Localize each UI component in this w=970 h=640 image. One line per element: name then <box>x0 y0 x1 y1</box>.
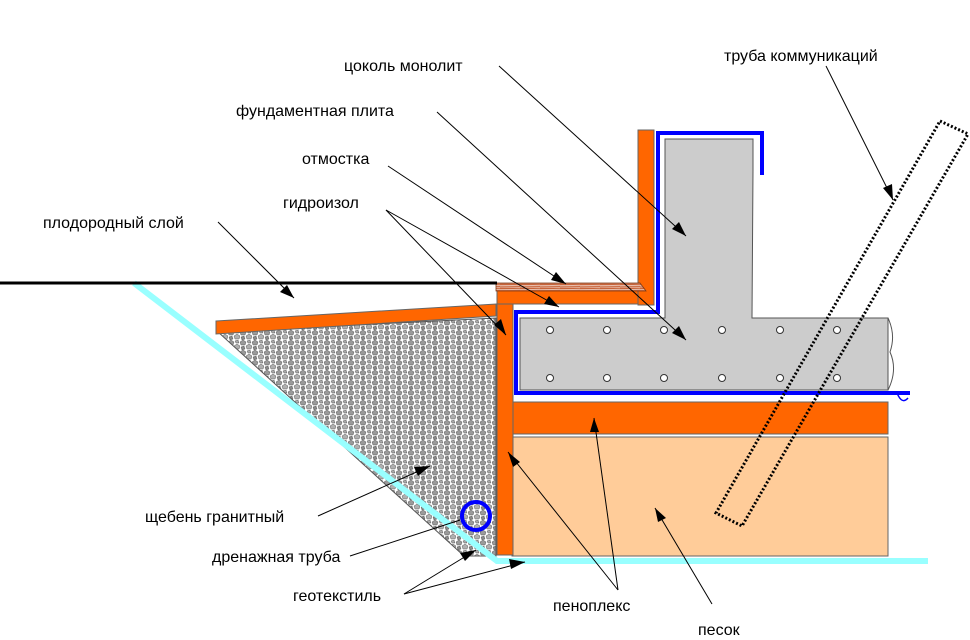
gravel-backfill <box>216 317 497 557</box>
penopleks-horizontal <box>511 401 889 435</box>
penopleks-top <box>496 289 653 305</box>
label-otmostka: отмостка <box>302 151 369 168</box>
penopleks-plinth <box>637 129 655 306</box>
label-drenazh: дренажная труба <box>212 549 340 566</box>
leader-lines <box>217 65 894 605</box>
paving-strip <box>495 282 647 292</box>
label-gidroizol: гидроизол <box>283 195 359 212</box>
concrete-monolith <box>519 138 889 391</box>
label-plodorodny: плодородный слой <box>43 215 184 232</box>
otmostka-slab <box>215 303 497 335</box>
label-pesok: песок <box>698 622 741 639</box>
penopleks-vertical <box>496 289 514 556</box>
geotextile-slope <box>132 280 928 564</box>
label-truba-kom: труба коммуникаций <box>724 48 878 65</box>
drainage-pipe <box>460 500 492 532</box>
label-geotekstil: геотекстиль <box>293 588 381 605</box>
label-penopleks: пеноплекс <box>553 598 630 615</box>
utility-pipe <box>713 119 970 528</box>
label-tsokol: цоколь монолит <box>344 58 463 75</box>
label-sheben: щебень гранитный <box>145 509 284 526</box>
sand-layer <box>511 436 889 557</box>
rebar-row-bottom <box>546 374 841 382</box>
waterproofing-membrane <box>514 131 910 395</box>
label-plita: фундаментная плита <box>236 103 394 120</box>
rebar-row-top <box>546 326 841 334</box>
